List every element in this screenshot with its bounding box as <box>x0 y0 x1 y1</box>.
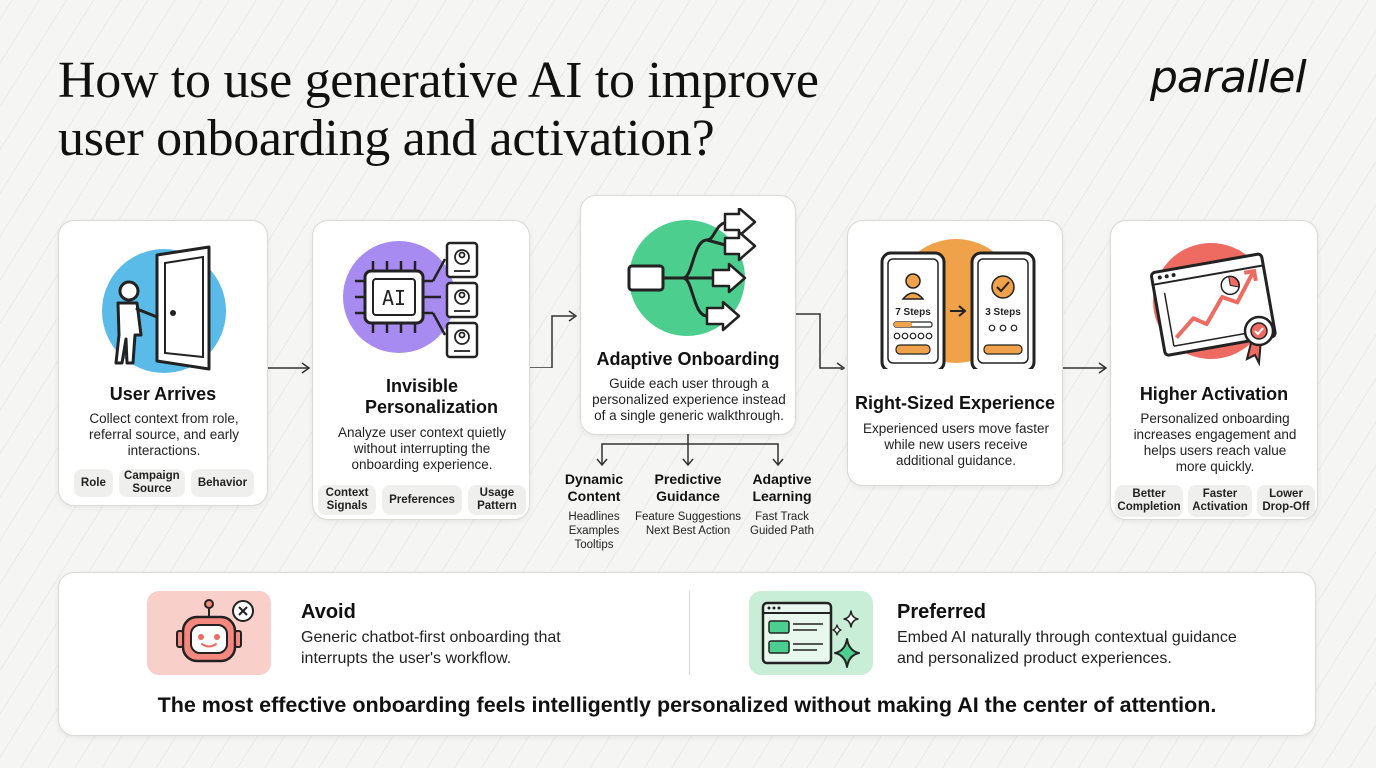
step-title: Higher Activation <box>1139 384 1289 404</box>
branch-title: Adaptive Learning <box>752 471 812 504</box>
chip-row: Role Campaign Source Behavior <box>59 469 269 497</box>
branch-item: Headlines <box>568 511 620 523</box>
page-title: How to use generative AI to improve user… <box>58 52 1058 168</box>
branching-flow-icon <box>627 208 757 336</box>
branch-item: Tooltips <box>574 539 614 551</box>
branch-item: Next Best Action <box>645 525 731 537</box>
branch-title: Dynamic Content <box>564 471 624 504</box>
step-card-adaptive-onboarding: Adaptive Onboarding Guide each user thro… <box>580 195 796 435</box>
step-card-higher-activation: Higher Activation Personalized onboardin… <box>1110 220 1318 520</box>
preferred-description: Embed AI naturally through contextual gu… <box>897 629 1237 667</box>
avoid-title: Avoid <box>301 601 356 623</box>
arrow-right-icon <box>1063 362 1108 374</box>
step-card-user-arrives: User Arrives Collect context from role, … <box>58 220 268 506</box>
phone-left-label: 7 Steps <box>895 307 931 318</box>
key-takeaway: The most effective onboarding feels inte… <box>157 693 1217 717</box>
embedded-ui-sparkle-icon <box>761 601 860 668</box>
step-card-invisible-personalization: AI Invisible Personalization Analyze use… <box>312 220 530 520</box>
chip-preferences: Preferences <box>382 485 462 515</box>
step-title: Invisible Personalization <box>365 376 499 417</box>
branch-item: Feature Suggestions <box>634 511 742 523</box>
chip-usage-pattern: Usage Pattern <box>467 485 526 515</box>
chip-row: Better Completion Faster Activation Lowe… <box>1111 485 1319 517</box>
chip-lower-drop-off: Lower Drop-Off <box>1257 485 1315 517</box>
arrow-right-icon <box>268 362 311 374</box>
ai-chip-label: AI <box>382 286 406 310</box>
arrow-right-icon <box>530 310 578 368</box>
title-line-2: user onboarding and activation? <box>58 110 715 167</box>
branch-dynamic-content: Dynamic Content Headlines Examples Toolt… <box>539 471 649 552</box>
chip-faster-activation: Faster Activation <box>1188 485 1252 517</box>
title-line-1: How to use generative AI to improve <box>58 52 819 109</box>
branch-item: Fast Track <box>755 511 809 523</box>
guidance-panel: Avoid Generic chatbot-first onboarding t… <box>58 572 1316 736</box>
chip-behavior: Behavior <box>190 469 255 497</box>
step-title: Right-Sized Experience <box>854 393 1056 413</box>
arrow-right-icon <box>796 313 846 370</box>
branch-predictive-guidance: Predictive Guidance Feature Suggestions … <box>627 471 749 538</box>
phones-steps-icon: 7 Steps 3 Steps <box>880 239 1036 369</box>
step-title: User Arrives <box>109 384 217 404</box>
preferred-title: Preferred <box>897 601 986 623</box>
step-description: Personalized onboarding increases engage… <box>1133 411 1297 474</box>
branch-adaptive-learning: Adaptive Learning Fast Track Guided Path <box>727 471 837 538</box>
branch-connector <box>596 434 784 467</box>
branch-title: Predictive Guidance <box>654 471 722 504</box>
panel-divider <box>689 591 690 675</box>
ai-chip-icon: AI <box>343 241 479 359</box>
branch-item: Examples <box>568 525 620 537</box>
growth-chart-icon <box>1150 243 1277 367</box>
step-description: Collect context from role, referral sour… <box>88 411 240 458</box>
brand-logo: parallel <box>1150 52 1307 103</box>
step-description: Guide each user through a personalized e… <box>592 376 786 423</box>
preferred-icon-box <box>749 591 873 675</box>
branch-item: Guided Path <box>750 525 814 537</box>
chip-campaign-source: Campaign Source <box>118 469 185 497</box>
step-card-right-sized-experience: 7 Steps 3 Steps Right-Sized Experience E… <box>847 220 1063 486</box>
step-title: Adaptive Onboarding <box>596 349 780 369</box>
avoid-icon-box <box>147 591 271 675</box>
step-description: Analyze user context quietly without int… <box>337 425 507 472</box>
phone-right-label: 3 Steps <box>985 307 1021 318</box>
door-person-icon <box>102 245 226 373</box>
avoid-description: Generic chatbot-first onboarding that in… <box>301 629 561 667</box>
chip-better-completion: Better Completion <box>1115 485 1183 517</box>
robot-icon <box>176 599 254 663</box>
chip-row: Context Signals Preferences Usage Patter… <box>313 485 531 515</box>
chip-context-signals: Context Signals <box>318 485 377 515</box>
step-description: Experienced users move faster while new … <box>862 421 1050 468</box>
chip-role: Role <box>73 469 113 497</box>
